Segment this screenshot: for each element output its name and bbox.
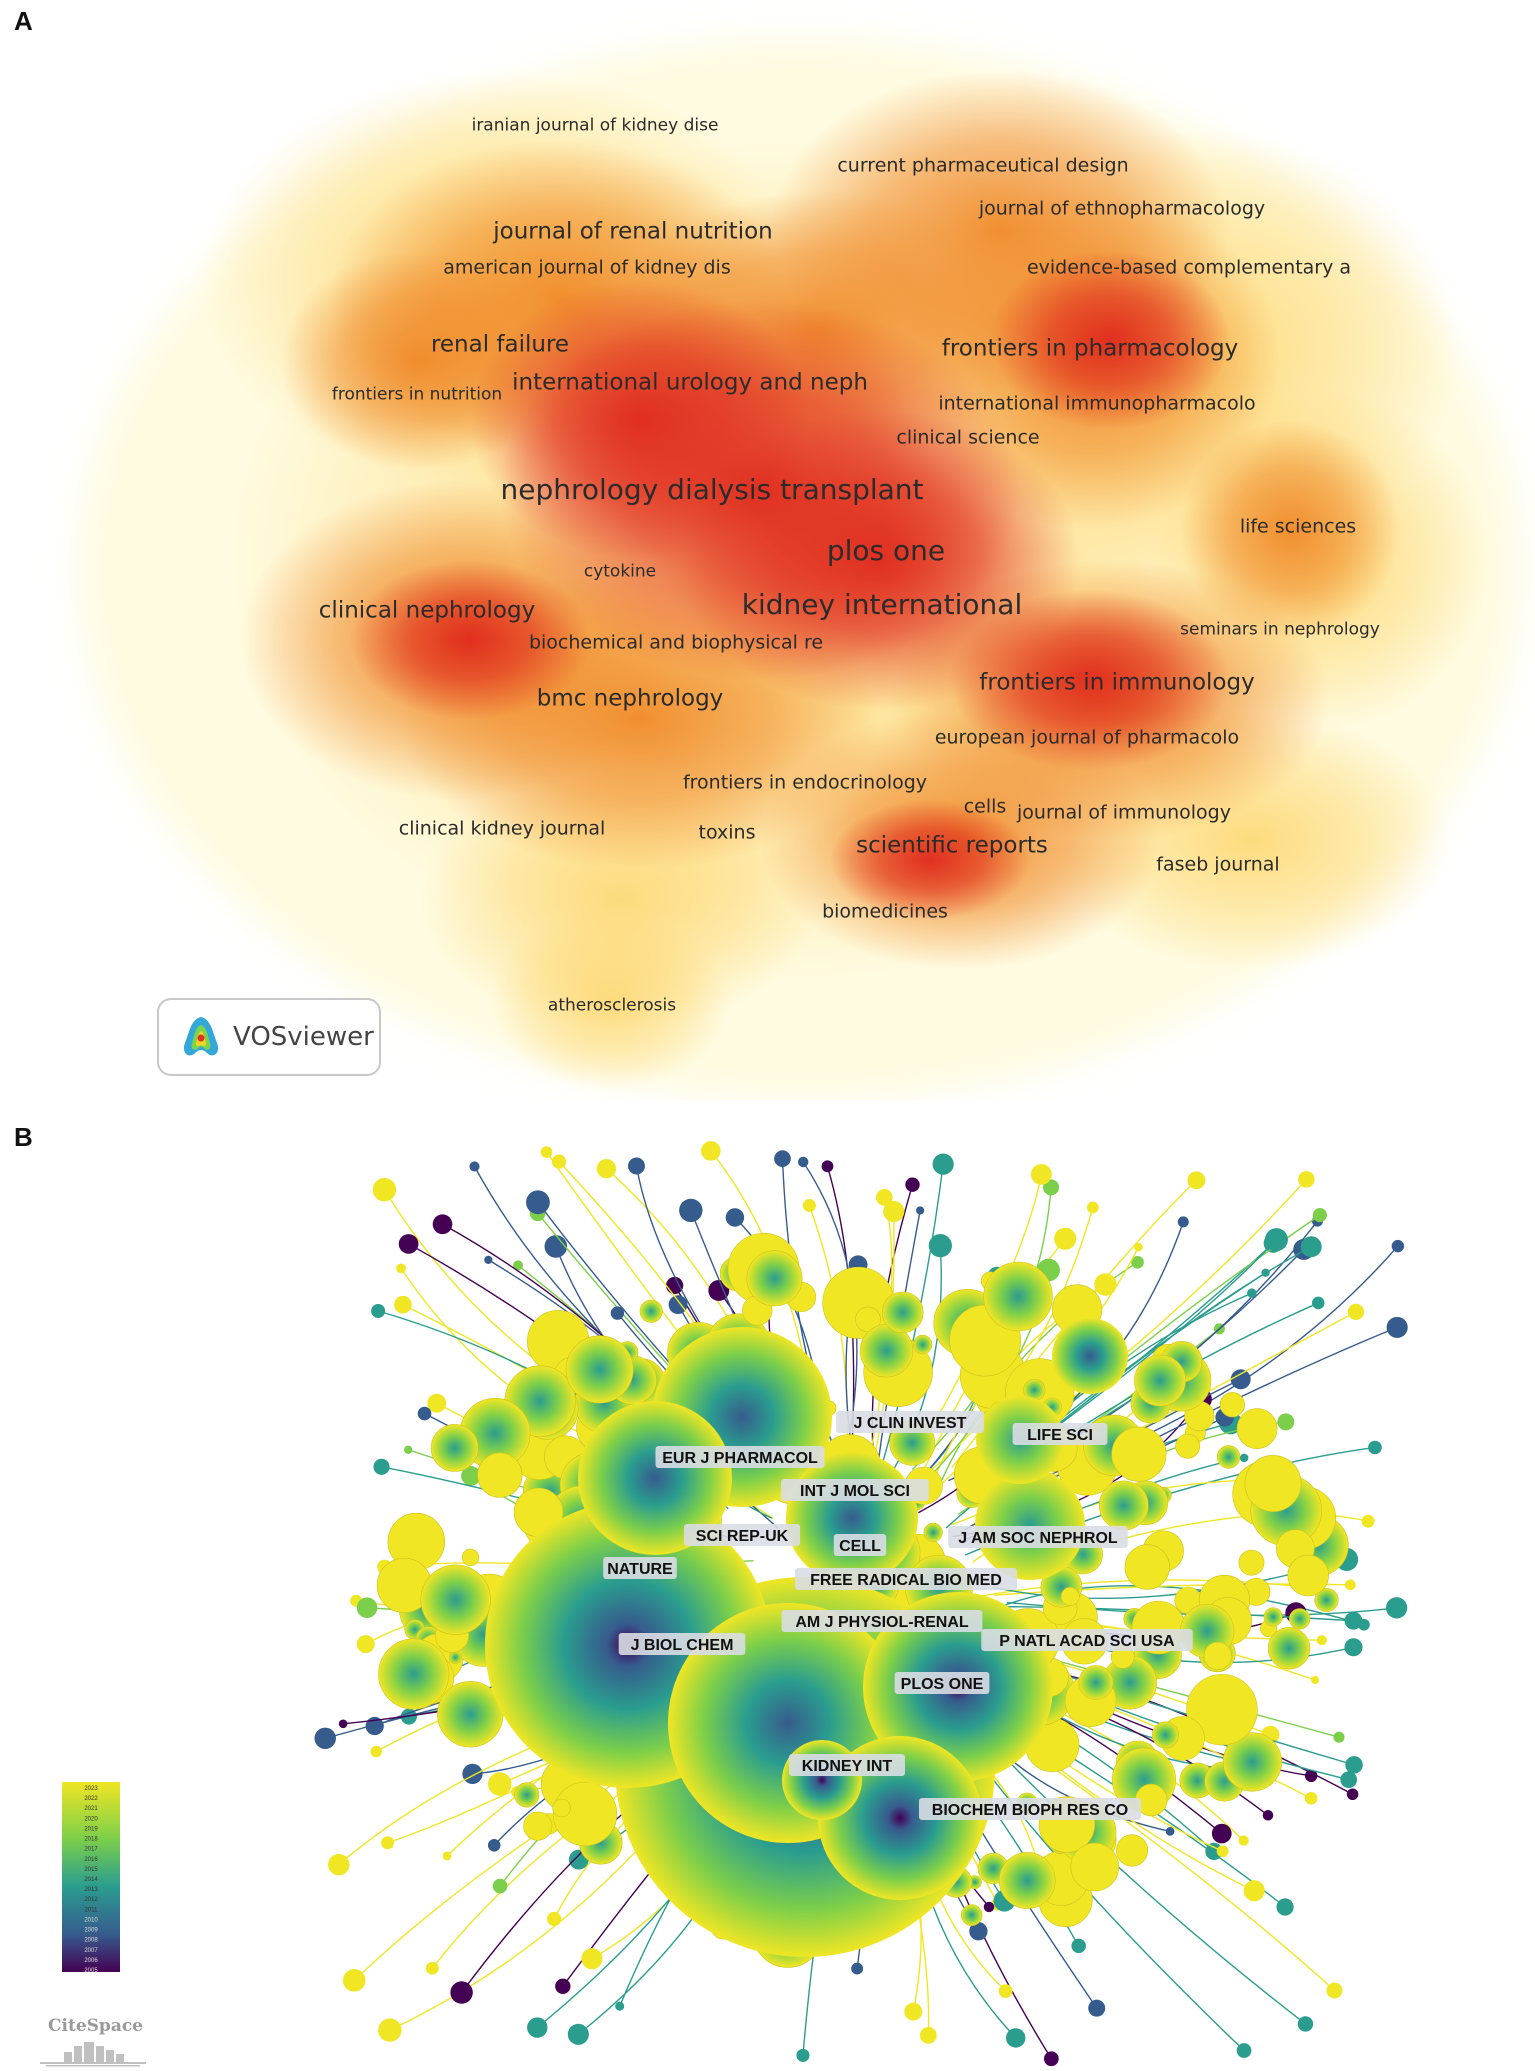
journal-label: renal failure [430, 331, 570, 358]
legend-year-label: 2006 [84, 1958, 98, 1964]
journal-label: nephrology dialysis transplant [500, 473, 924, 506]
journal-label: toxins [698, 821, 756, 844]
density-background [80, 40, 1520, 1100]
density-blob [830, 800, 1030, 920]
legend-year-label: 2019 [84, 1826, 98, 1832]
journal-label: scientific reports [856, 832, 1048, 859]
journal-label: journal of ethnopharmacology [978, 197, 1266, 220]
journal-label: cytokine [583, 561, 657, 582]
legend-year-label: 2020 [84, 1816, 98, 1822]
journal-label: clinical science [896, 426, 1040, 449]
year-color-legend: 2023 2022 2021 2020 2019 2018 2017 2016 2015 2014… [62, 1782, 120, 1972]
vosviewer-icon [183, 1017, 219, 1056]
journal-label: european journal of pharmacolo [934, 726, 1240, 749]
density-blob [990, 250, 1230, 430]
vosviewer-logo-text: VOSviewer [233, 1022, 374, 1052]
legend-year-label: 2009 [84, 1928, 98, 1934]
legend-year-label: 2023 [84, 1786, 98, 1792]
legend-year-label: 2022 [84, 1796, 98, 1802]
legend-year-label: 2017 [84, 1847, 98, 1853]
journal-label: seminars in nephrology [1180, 619, 1380, 640]
legend-year-label: 2011 [85, 1907, 99, 1913]
legend-year-label: 2012 [84, 1897, 98, 1903]
journal-label: cells [963, 795, 1007, 818]
journal-label: frontiers in nutrition [331, 384, 503, 405]
density-blob [950, 590, 1230, 770]
journal-label: evidence-based complementary a [1026, 256, 1352, 279]
vosviewer-logo: VOSviewer [157, 998, 381, 1076]
legend-year-label: 2007 [84, 1948, 98, 1954]
journal-label: bmc nephrology [536, 685, 724, 712]
legend-year-label: 2005 [84, 1968, 98, 1972]
journal-label: current pharmaceutical design [837, 154, 1129, 177]
journal-label: faseb journal [1156, 853, 1280, 876]
journal-label: clinical nephrology [318, 597, 536, 624]
legend-year-label: 2013 [84, 1887, 98, 1893]
panel-b-letter: B [14, 1122, 33, 1152]
legend-year-label: 2010 [84, 1917, 98, 1923]
journal-label: life sciences [1239, 515, 1357, 538]
journal-label: frontiers in endocrinology [682, 771, 928, 794]
legend-color-bar [62, 1782, 120, 1972]
journal-label: kidney international [741, 588, 1023, 621]
legend-year-label: 2021 [84, 1806, 98, 1812]
citespace-watermark: CiteSpace [36, 2016, 152, 2068]
journal-label: biomedicines [822, 900, 948, 923]
legend-year-label: 2015 [84, 1867, 98, 1873]
journal-label: journal of renal nutrition [493, 218, 773, 245]
legend-year-label: 2018 [84, 1837, 98, 1843]
journal-label: american journal of kidney dis [443, 256, 731, 279]
legend-year-label: 2016 [84, 1857, 98, 1863]
density-blob [490, 910, 730, 1090]
journal-label: international immunopharmacolo [938, 392, 1256, 415]
journal-label: plos one [826, 534, 946, 567]
citespace-skyline-icon [40, 2042, 146, 2067]
panel-a-density-map: iranian journal of kidney dise current ph… [14, 6, 1520, 1100]
citespace-watermark-text: CiteSpace [48, 2016, 144, 2036]
legend-year-label: 2008 [84, 1938, 98, 1944]
journal-label: international urology and neph [512, 369, 868, 396]
panel-a-letter: A [14, 6, 33, 36]
journal-label: atherosclerosis [547, 995, 677, 1016]
journal-label: clinical kidney journal [398, 817, 606, 840]
journal-label: frontiers in pharmacology [941, 335, 1239, 362]
journal-label: iranian journal of kidney dise [471, 115, 719, 136]
panel-b-citation-network: B [0, 1110, 1535, 2071]
journal-label: biochemical and biophysical re [528, 631, 824, 654]
density-blob [350, 560, 590, 720]
legend-year-label: 2014 [84, 1877, 98, 1883]
journal-label: frontiers in immunology [979, 669, 1255, 696]
journal-label: journal of immunology [1017, 801, 1231, 824]
